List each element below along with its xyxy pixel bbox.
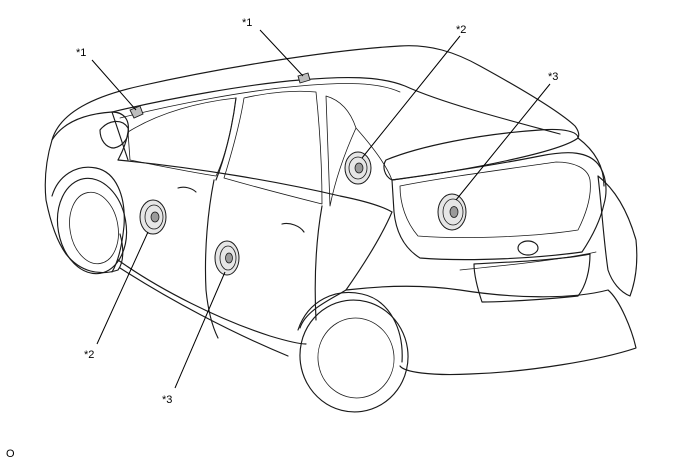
callout-speaker-front-door: *2 [84, 349, 94, 361]
belt-line [117, 159, 393, 213]
leader-speaker-front-door [96, 231, 149, 345]
speaker-front-door [139, 199, 167, 235]
rear-quarter [299, 211, 393, 329]
rear-body-side [577, 137, 605, 187]
emblem [517, 240, 539, 256]
roof-rail-inner [119, 83, 401, 119]
rear-door-edge [314, 205, 323, 321]
callout-speaker-rear-upper: *2 [456, 24, 466, 36]
callout-speaker-rear-side: *3 [548, 71, 558, 83]
callout-tweeter-front-center: *1 [242, 17, 252, 29]
license-plate-area [473, 253, 591, 303]
callout-speaker-back-door: *3 [162, 394, 172, 406]
rear-bumper [345, 285, 637, 376]
leader-tweeter-front-left [91, 59, 137, 111]
front-wheel-arch [51, 166, 125, 273]
speaker-rear-side [437, 193, 467, 231]
rear-wheel-arch [297, 291, 403, 363]
front-tire [56, 177, 128, 275]
front-door-glass [127, 97, 237, 177]
back-door-outline [391, 152, 607, 261]
rear-tire [299, 299, 409, 413]
quarter-glass [325, 95, 357, 207]
leader-tweeter-front-center [259, 29, 304, 77]
speaker-rear-door [214, 240, 240, 276]
tweeter-front-center-shape [297, 72, 311, 84]
leader-lines [91, 29, 551, 389]
leader-speaker-rear-side [455, 83, 551, 201]
rear-door-glass [223, 90, 323, 205]
front-door-handle [177, 186, 197, 193]
rear-glass [399, 161, 591, 238]
side-mirror [99, 120, 129, 149]
rocker-panel [119, 267, 289, 357]
roof-rail [111, 76, 561, 135]
c-pillar [355, 127, 393, 181]
roof-outline [51, 45, 580, 141]
tweeter-front-left [129, 105, 144, 119]
tail-lamp [597, 175, 638, 297]
tweeter-front-left-shape [129, 105, 144, 119]
rear-rim [317, 317, 395, 399]
front-door-edge [204, 179, 219, 339]
callout-tweeter-front-left: *1 [76, 47, 86, 59]
b-pillar [215, 97, 237, 181]
lower-body-line [117, 259, 307, 345]
tweeter-front-center [297, 72, 311, 84]
corner-mark: O [6, 448, 15, 460]
callout-labels: *1 *1 *2 *3 *2 *3 [76, 17, 558, 406]
speaker-rear-upper [344, 151, 372, 185]
leader-speaker-rear-upper [361, 35, 461, 159]
a-pillar [111, 111, 129, 161]
leader-speaker-rear-door [174, 271, 226, 389]
windshield [51, 111, 129, 161]
rear-door-handle [281, 222, 305, 233]
front-rim [69, 191, 119, 265]
vehicle-outline [44, 45, 638, 413]
garnish-bar [459, 251, 597, 271]
